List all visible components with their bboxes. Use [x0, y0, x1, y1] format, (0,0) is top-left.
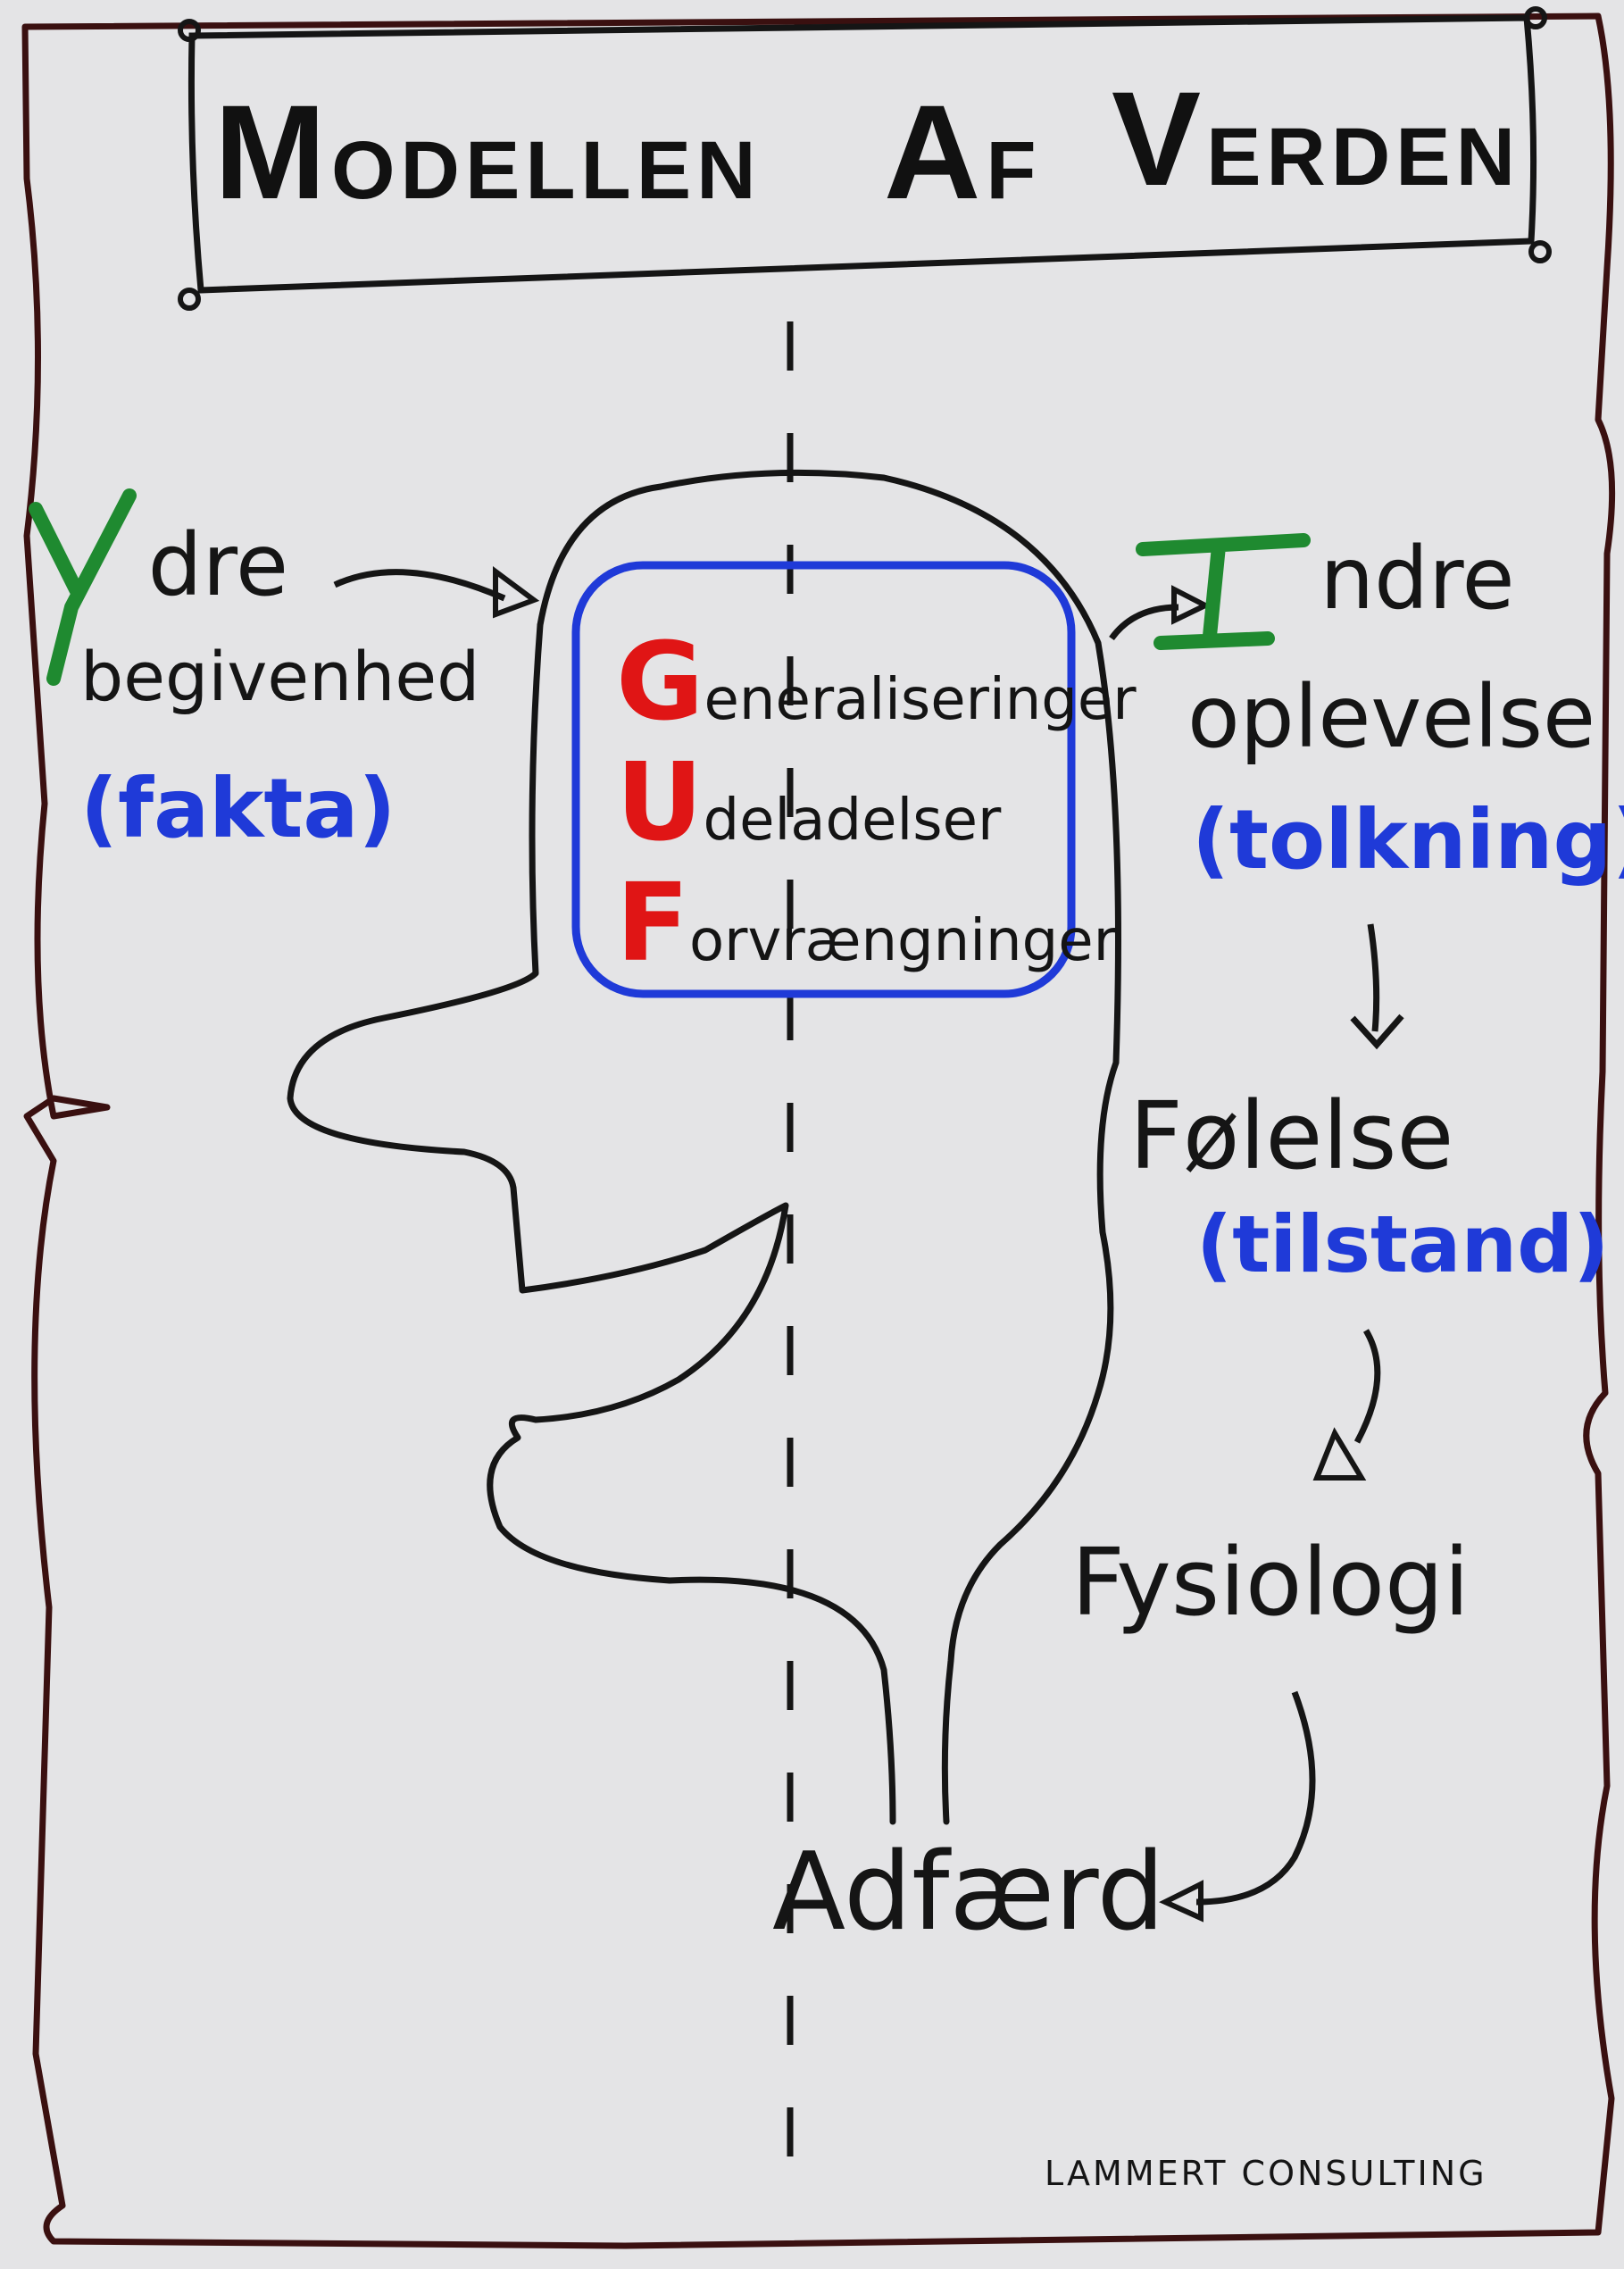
guf-letter-f: F — [616, 862, 689, 986]
title-rest-f: F — [986, 125, 1042, 216]
signature: LAMMERT CONSULTING — [1045, 2154, 1487, 2193]
arrow-outer-to-head-head — [493, 566, 540, 619]
guf-letter-g: G — [616, 621, 704, 745]
title-frame-curl — [1528, 240, 1552, 263]
title-cap-m: M — [214, 77, 331, 227]
outer-event-label: Ydre — [46, 522, 288, 608]
title-frame-curl — [178, 288, 201, 311]
behavior-label: Adfærd — [772, 1831, 1165, 1955]
arrow-head-to-inner — [1109, 604, 1179, 641]
arrow-inner-to-feeling — [1367, 923, 1380, 1032]
guf-item-distortions: Forvrængninger — [616, 871, 1117, 978]
inner-experience-note: (tolkning) — [1192, 792, 1624, 888]
page-title-word3: VERDEN — [1112, 71, 1520, 205]
arrow-outer-to-head — [333, 569, 506, 602]
guf-rest-g: eneraliseringer — [704, 667, 1137, 733]
page-title-word2: AF — [884, 85, 1042, 219]
y-letter-green — [29, 488, 137, 686]
feeling-note: (tilstand) — [1196, 1198, 1610, 1290]
arrow-feeling-to-physiology — [1353, 1329, 1381, 1444]
guf-item-generalizations: Generaliseringer — [616, 630, 1137, 737]
outer-event-line2: begivenhed — [80, 637, 480, 716]
title-cap-v: V — [1112, 63, 1207, 213]
guf-rest-f: orvrængninger — [688, 908, 1117, 974]
title-frame — [187, 14, 1537, 294]
feeling-label: Følelse — [1129, 1081, 1454, 1190]
outer-event-note: (fakta) — [80, 761, 396, 856]
arrow-physiology-to-behavior — [1195, 1690, 1316, 1906]
inner-experience-line2: oplevelse — [1187, 667, 1596, 767]
title-rest-odellen: ODELLEN — [330, 125, 762, 216]
guf-letter-u: U — [616, 741, 704, 865]
title-frame-curl — [1524, 6, 1547, 29]
title-rest-erden: ERDEN — [1206, 112, 1521, 203]
title-frame-curl — [178, 19, 201, 42]
outer-frame — [21, 13, 1616, 2249]
arrow-feeling-to-physiology-head — [1312, 1427, 1367, 1481]
page-title: MODELLEN — [214, 85, 762, 219]
physiology-label: Fysiologi — [1071, 1528, 1470, 1637]
arrow-head-to-inner-head — [1171, 585, 1212, 625]
guf-box — [571, 561, 1076, 998]
head-silhouette-face — [287, 621, 896, 1825]
inner-experience-label: Indre — [1152, 536, 1514, 621]
outer-event-line1: dre — [147, 515, 288, 615]
guf-rest-u: deladelser — [703, 788, 1002, 854]
title-cap-a: A — [884, 77, 987, 227]
inner-experience-line1: ndre — [1320, 529, 1515, 629]
head-silhouette — [537, 469, 1121, 1825]
i-letter-green — [1136, 533, 1311, 650]
guf-item-deletions: Udeladelser — [616, 750, 1001, 857]
arrow-inner-to-feeling-head — [1350, 1014, 1404, 1050]
arrow-physiology-to-behavior-head — [1159, 1880, 1203, 1923]
